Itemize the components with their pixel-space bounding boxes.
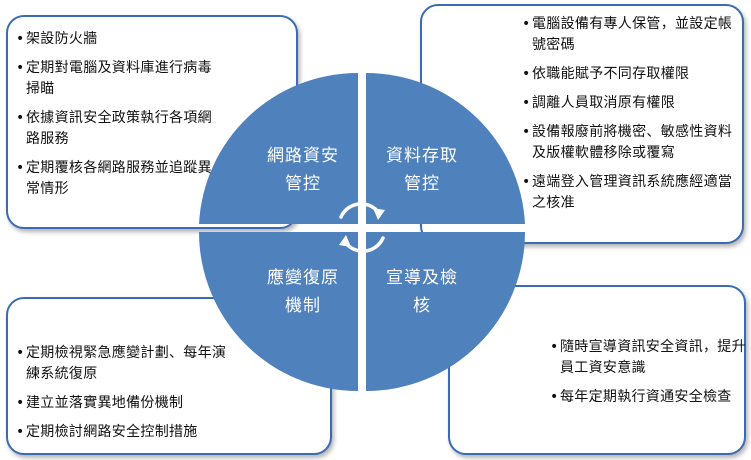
quadrant-bottom-right	[366, 232, 525, 391]
bullet-item: 定期覆核各網路服務並追蹤異常情形	[16, 158, 212, 200]
bullet-item: 依職能賦予不同存取權限	[522, 64, 738, 85]
quadrant-top-left	[199, 72, 358, 224]
bullet-item: 電腦設備有專人保管，並設定帳號密碼	[522, 14, 738, 56]
bottom-right-text-box: 隨時宣導資訊安全資訊，提升員工資安意識 每年定期執行資通安全檢查	[448, 285, 746, 455]
awareness-bullets: 隨時宣導資訊安全資訊，提升員工資安意識 每年定期執行資通安全檢查	[550, 337, 746, 416]
recovery-bullets: 定期檢視緊急應變計劃、每年演練系統復原 建立並落實異地備份機制 定期檢討網路安全…	[16, 343, 228, 451]
bullet-item: 隨時宣導資訊安全資訊，提升員工資安意識	[550, 337, 746, 379]
bullet-item: 設備報廢前將機密、敏感性資料及版權軟體移除或覆寫	[522, 122, 738, 164]
bullet-item: 遠端登入管理資訊系統應經適當之核准	[522, 172, 738, 214]
bullet-item: 每年定期執行資通安全檢查	[550, 387, 746, 408]
label-data-access: 資料存取 管控	[386, 146, 458, 194]
bullet-item: 調離人員取消原有權限	[522, 93, 738, 114]
quadrant-bottom-left	[199, 232, 358, 391]
bullet-item: 定期對電腦及資料庫進行病毒掃瞄	[16, 58, 212, 100]
quadrant-top-right	[366, 72, 525, 224]
label-network-security: 網路資安 管控	[267, 146, 339, 194]
bullet-item: 建立並落實異地備份機制	[16, 393, 228, 414]
bullet-item: 定期檢討網路安全控制措施	[16, 422, 228, 443]
label-awareness: 宣導及檢 核	[386, 268, 458, 316]
bullet-item: 架設防火牆	[16, 29, 212, 50]
bullet-item: 依據資訊安全政策執行各項網路服務	[16, 108, 212, 150]
network-security-bullets: 架設防火牆 定期對電腦及資料庫進行病毒掃瞄 依據資訊安全政策執行各項網路服務 定…	[16, 29, 212, 208]
bullet-item: 定期檢視緊急應變計劃、每年演練系統復原	[16, 343, 228, 385]
cycle-arrows-icon	[339, 202, 385, 253]
data-access-bullets: 電腦設備有專人保管，並設定帳號密碼 依職能賦予不同存取權限 調離人員取消原有權限…	[522, 14, 738, 222]
label-recovery: 應變復原 機制	[267, 268, 339, 316]
